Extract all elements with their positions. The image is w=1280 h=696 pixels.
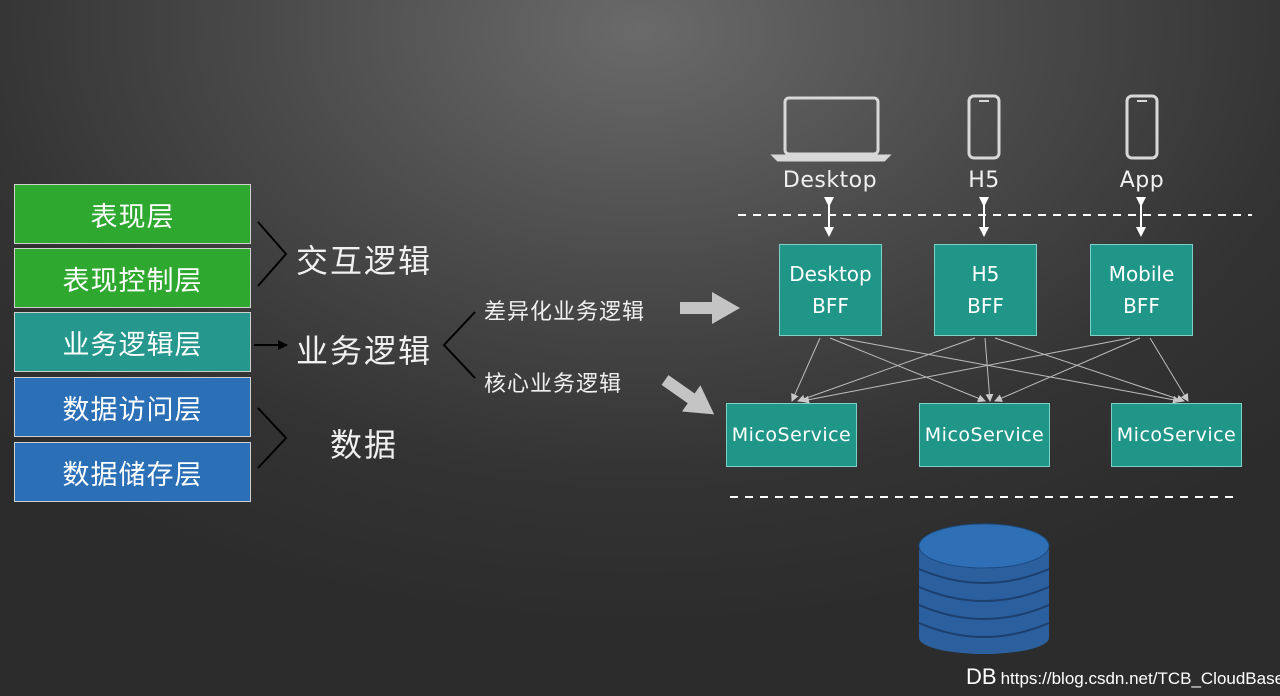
bff-line2: BFF: [967, 294, 1004, 318]
layer-business-logic: 业务逻辑层: [14, 312, 251, 372]
layer-label: 业务逻辑层: [62, 329, 203, 361]
bff-service-links: [791, 337, 1189, 404]
branch-core-logic: 核心业务逻辑: [484, 372, 623, 397]
layer-presentation-control: 表现控制层: [14, 248, 251, 308]
service-box-1: MicoService: [726, 403, 857, 467]
bff-desktop: Desktop BFF: [779, 244, 882, 336]
layer-label: 数据储存层: [62, 459, 203, 491]
bff-line1: Desktop: [789, 262, 872, 286]
bff-h5: H5 BFF: [934, 244, 1037, 336]
bff-line2: BFF: [1123, 294, 1160, 318]
device-label-h5: H5: [968, 168, 1000, 193]
service-box-3: MicoService: [1111, 403, 1242, 467]
bracket-data: [257, 407, 288, 469]
arrow-to-services: [661, 375, 715, 415]
bff-line1: Mobile: [1108, 262, 1175, 286]
phone-icon-h5: [967, 94, 1001, 160]
database-icon: [918, 523, 1050, 654]
group-interaction-logic: 交互逻辑: [296, 242, 433, 280]
bff-line1: H5: [971, 262, 1000, 286]
device-label-desktop: Desktop: [782, 168, 878, 193]
watermark-url: https://blog.csdn.net/TCB_CloudBase: [1000, 669, 1280, 688]
layer-label: 表现控制层: [62, 265, 203, 297]
group-data: 数据: [330, 426, 399, 464]
layer-label: 数据访问层: [62, 394, 203, 426]
phone-icon-app: [1125, 94, 1159, 160]
arrow-to-bff: [680, 292, 740, 324]
layer-presentation: 表现层: [14, 184, 251, 244]
bracket-interaction: [257, 221, 288, 287]
service-box-2: MicoService: [919, 403, 1050, 467]
service-label: MicoService: [731, 424, 852, 446]
bff-mobile: Mobile BFF: [1090, 244, 1193, 336]
layer-data-storage: 数据储存层: [14, 442, 251, 502]
bff-line2: BFF: [812, 294, 849, 318]
bracket-branch: [442, 311, 476, 379]
device-label-app: App: [1119, 168, 1165, 193]
watermark-logo: DB: [966, 664, 997, 689]
service-label: MicoService: [1116, 424, 1237, 446]
service-label: MicoService: [924, 424, 1045, 446]
laptop-icon: [770, 96, 892, 162]
layer-data-access: 数据访问层: [14, 377, 251, 437]
layer-label: 表现层: [90, 201, 175, 233]
group-business-logic: 业务逻辑: [296, 332, 433, 370]
branch-differentiated-logic: 差异化业务逻辑: [484, 300, 646, 325]
